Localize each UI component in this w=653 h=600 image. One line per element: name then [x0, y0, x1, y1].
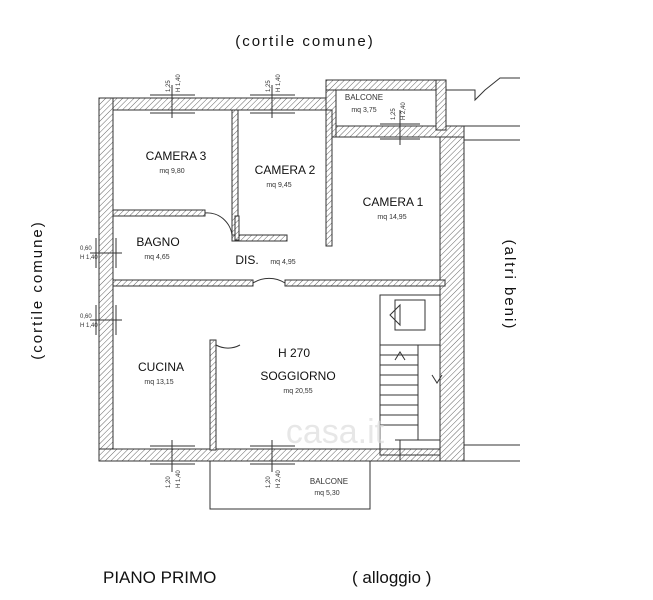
camera3-area: mq 9,80 [159, 168, 184, 175]
camera1-area: mq 14,95 [377, 214, 406, 221]
balcone-bottom-name: BALCONE [310, 477, 348, 486]
windows [90, 85, 420, 472]
window-4-width: 0,60 [80, 246, 92, 252]
window-2-width: 1,25 [266, 80, 272, 92]
window-5-width: 0,60 [80, 314, 92, 320]
dis-area: mq 4,95 [270, 259, 295, 266]
camera2-name: CAMERA 2 [255, 163, 316, 177]
camera3-name: CAMERA 3 [146, 149, 207, 163]
soggiorno-area: mq 20,55 [283, 388, 312, 395]
top-surrounding-label: (cortile comune) [235, 33, 375, 50]
cucina-name: CUCINA [138, 360, 184, 374]
cucina-area: mq 13,15 [144, 379, 173, 386]
doors [204, 212, 286, 349]
right-surrounding-label: (altri beni) [501, 240, 518, 331]
window-7-width: 1,20 [266, 476, 272, 488]
bagno-name: BAGNO [136, 235, 179, 249]
staircase [379, 294, 443, 460]
window-1-width: 1,25 [166, 80, 172, 92]
adjacent-building [446, 77, 520, 462]
window-2-height: H 1,40 [276, 74, 282, 92]
bagno-area: mq 4,65 [144, 254, 169, 261]
floor-label: PIANO PRIMO [103, 568, 216, 587]
window-6-height: H 1,40 [176, 470, 182, 488]
unit-label: ( alloggio ) [352, 568, 431, 587]
watermark: casa.it [286, 413, 385, 451]
balcone-bottom-area: mq 5,30 [314, 490, 339, 497]
window-4-height: H 1,40 [80, 255, 98, 261]
left-surrounding-label: (cortile comune) [29, 220, 46, 360]
soggiorno-name: SOGGIORNO [260, 369, 335, 383]
window-5-height: H 1,40 [80, 323, 98, 329]
window-6-width: 1,20 [166, 476, 172, 488]
window-1-height: H 1,40 [176, 74, 182, 92]
balconies [209, 89, 437, 510]
window-3-width: 1,25 [391, 108, 397, 120]
balcone-top-area: mq 3,75 [351, 107, 376, 114]
dis-name: DIS. [235, 253, 258, 267]
window-3-height: H 2,40 [401, 102, 407, 120]
window-7-height: H 2,40 [276, 470, 282, 488]
outer-walls [98, 79, 465, 462]
camera1-name: CAMERA 1 [363, 195, 424, 209]
balcone-top-name: BALCONE [345, 93, 383, 102]
camera2-area: mq 9,45 [266, 182, 291, 189]
soggiorno-height: H 270 [278, 346, 310, 360]
